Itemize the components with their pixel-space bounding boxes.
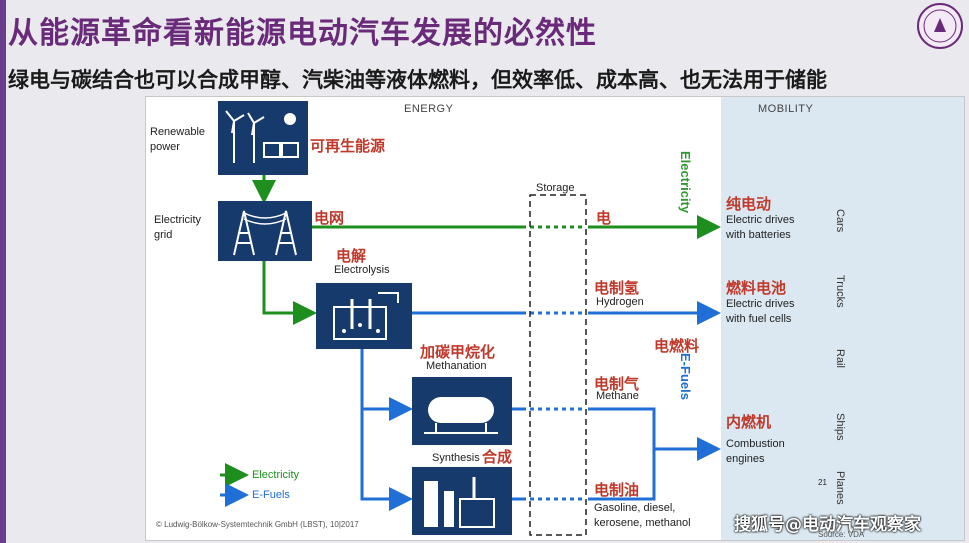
renewable-power-icon [218,101,308,175]
ice-cn: 内燃机 [726,413,772,431]
synthesis-plant-icon [412,467,512,535]
storage-label: Storage [536,182,575,194]
legend-electricity: Electricity [252,469,300,481]
grid-label: Electricity grid [154,214,202,241]
methanation-icon [412,377,512,445]
electricity-cn: 电 [596,209,612,227]
bev-label: Electric drives with batteries [726,214,795,241]
renewable-label: Renewable power [150,126,206,153]
bev-cn: 纯电动 [726,195,772,213]
mode-planes: Planes [834,471,846,505]
mode-trucks: Trucks [834,275,846,308]
slide-title: 从能源革命看新能源电动汽车发展的必然性 [8,16,597,51]
methane-label: Methane [596,390,639,402]
efuels-cn: 电燃料 [654,337,700,355]
slide-subtitle: 绿电与碳结合也可以合成甲醇、汽柴油等液体燃料，但效率低、成本高、也无法用于储能 [8,68,827,92]
mobility-header: MOBILITY [758,103,814,115]
mode-ships: Ships [834,413,846,441]
mode-rail: Rail [834,349,846,368]
efuels-vertical-label: E-Fuels [678,353,693,400]
copyright-note: © Ludwig-Bölkow-Systemtechnik GmbH (LBST… [156,520,359,529]
renewable-cn: 可再生能源 [310,137,386,155]
slide-accent-bar [0,0,6,543]
electrolysis-cn: 电解 [336,247,367,265]
grid-cn: 电网 [314,209,345,227]
flow-arrows [220,175,721,536]
energy-header: ENERGY [404,103,454,115]
electrolysis-icon [316,283,412,349]
source-note: Source: VDA [818,530,865,539]
mode-cars: Cars [834,209,846,233]
electrolysis-label: Electrolysis [334,264,390,276]
methane-cn: 电制气 [594,375,640,393]
ice-label: Combustion engines [726,438,785,465]
page-number: 21 [818,478,827,487]
methanation-label: Methanation [426,360,487,372]
power-grid-icon [218,201,312,261]
fuelcell-label: Electric drives with fuel cells [726,298,795,325]
synthesis-cn: 合成 [482,448,513,466]
watermark: 搜狐号@电动汽车观察家 [734,515,921,535]
university-seal-logo [917,3,963,49]
oil-cn: 电制油 [594,481,640,499]
electricity-vertical-label: Electricity [678,151,693,214]
synthesis-label: Synthesis [432,452,480,464]
legend-efuels: E-Fuels [252,489,290,501]
fuelcell-cn: 燃料电池 [726,279,787,297]
hydrogen-label: Hydrogen [596,296,644,308]
oil-label: Gasoline, diesel, kerosene, methanol [594,502,691,529]
methanation-cn: 加碳甲烷化 [420,343,496,361]
energy-mobility-diagram: ENERGY MOBILITY Renewable power 可再生能源 El… [145,96,965,541]
mobility-section-bg [721,97,964,540]
hydrogen-cn: 电制氢 [594,279,640,297]
